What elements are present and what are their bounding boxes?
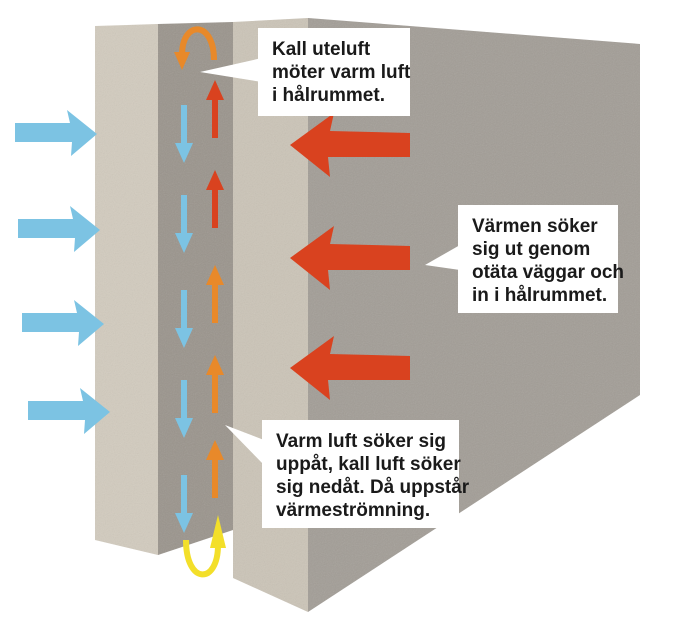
cold-air-arrow-icon <box>15 110 97 156</box>
cold-air-arrow-icon <box>28 388 110 434</box>
cold-down-arrow-icon <box>175 475 193 533</box>
callout-line: sig ut genom <box>472 239 591 260</box>
cold-down-arrow-icon <box>175 380 193 438</box>
warm-up-arrow-icon <box>206 170 224 228</box>
warm-up-arrow-icon <box>206 265 224 323</box>
loop-arrow-icon <box>183 539 221 578</box>
heat-arrow-icon <box>290 226 410 290</box>
callout-line: Varm luft söker sig <box>276 431 447 452</box>
heat-arrow-icon <box>290 113 410 177</box>
warm-up-arrow-icon <box>206 355 224 413</box>
callout-convection: Varm luft söker sig uppåt, kall luft sök… <box>262 420 470 528</box>
cold-air-arrow-icon <box>22 300 104 346</box>
cold-down-arrow-icon <box>175 105 193 163</box>
warm-up-arrow-icon <box>206 440 224 498</box>
warm-up-arrow-icon <box>206 80 224 138</box>
callout-line: sig nedåt. Då uppstår <box>276 477 470 498</box>
callout-line: Kall uteluft <box>272 39 371 60</box>
callout-line: otäta väggar och <box>472 262 625 283</box>
loop-arrow-head-icon <box>210 515 226 548</box>
cold-down-arrow-icon <box>175 195 193 253</box>
callout-line: värmeströmning. <box>276 500 431 521</box>
loop-arrow-head-icon <box>174 52 190 70</box>
heat-arrow-icon <box>290 336 410 400</box>
callout-line: i hålrummet. <box>272 85 385 106</box>
callout-line: möter varm luft <box>272 62 411 83</box>
callout-cold-meets-warm: Kall uteluft möter varm luft i hålrummet… <box>258 28 410 116</box>
cold-down-arrow-icon <box>175 290 193 348</box>
callout-line: uppåt, kall luft söker <box>276 454 461 475</box>
callout-line: in i hålrummet. <box>472 285 608 306</box>
cold-air-arrow-icon <box>18 206 100 252</box>
loop-arrow-icon <box>179 26 217 61</box>
callout-line: Värmen söker <box>472 216 598 237</box>
callout-heat-escapes: Värmen söker sig ut genom otäta väggar o… <box>458 205 625 313</box>
